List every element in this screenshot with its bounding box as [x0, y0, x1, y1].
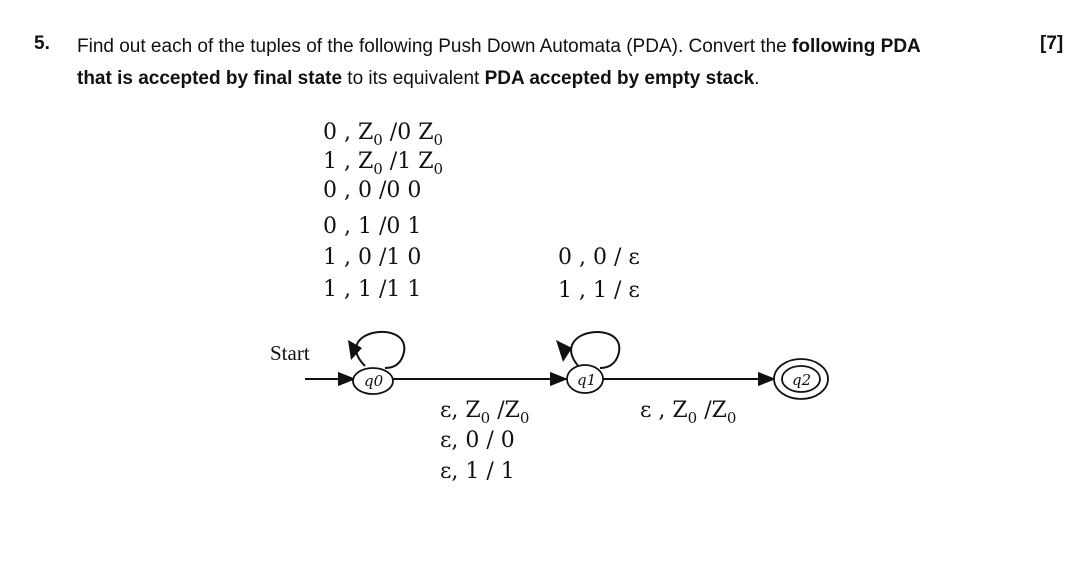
- question-text-bold: following PDA: [792, 36, 921, 57]
- question-text-part: .: [754, 68, 760, 89]
- q0-loop-arrowhead: [348, 340, 362, 360]
- question-text-part: Find out each of the tuples of the follo…: [77, 36, 793, 57]
- q1-loop-labels: 0 , 0 / ε 1 , 1 / ε: [558, 245, 640, 303]
- q0-loop-labels: 0 , Z0 /0 Z0 1 , Z0 /1 Z0 0 , 0 /0 0 0 ,…: [323, 120, 443, 302]
- q0-q1-label-1: ε, 0 / 0: [440, 428, 515, 453]
- start-label: Start: [270, 341, 310, 365]
- q0-q1-label-2: ε, 1 / 1: [440, 459, 515, 484]
- q0-loop-edge: [355, 330, 406, 369]
- question-marks: [7]: [1040, 33, 1064, 54]
- q0-loop-label-1: 1 , Z0 /1 Z0: [323, 149, 443, 178]
- q1-loop-edge: [570, 331, 621, 369]
- question-text: Find out each of the tuples of the follo…: [77, 31, 1017, 95]
- q0-loop-label-4: 1 , 0 /1 0: [323, 245, 421, 270]
- question-text-bold: PDA accepted by empty stack: [484, 68, 755, 89]
- state-q0-label: q0: [364, 372, 384, 390]
- question-text-bold: that is accepted by final state: [77, 68, 343, 89]
- state-q2-label: q2: [792, 371, 811, 389]
- q1-loop-arrowhead: [556, 340, 572, 362]
- question-number: 5.: [34, 33, 50, 54]
- q1-loop-label-1: 1 , 1 / ε: [558, 278, 640, 303]
- q0-q1-label-0: ε, Z0 /Z0: [440, 398, 529, 427]
- state-q2-inner: [781, 365, 821, 393]
- q0-loop-label-5: 1 , 1 /1 1: [323, 277, 421, 302]
- q0-q1-labels: ε, Z0 /Z0 ε, 0 / 0 ε, 1 / 1: [440, 398, 529, 484]
- question-text-part: to its equivalent: [342, 68, 485, 89]
- q0-loop-label-3: 0 , 1 /0 1: [323, 214, 421, 239]
- q0-loop-label-2: 0 , 0 /0 0: [323, 178, 421, 203]
- q1-q2-label: ε , Z0 /Z0: [640, 398, 736, 427]
- q0-loop-label-0: 0 , Z0 /0 Z0: [323, 120, 443, 149]
- state-q1-label: q1: [577, 371, 596, 389]
- q1-loop-label-0: 0 , 0 / ε: [558, 245, 640, 270]
- state-q0: [352, 367, 394, 395]
